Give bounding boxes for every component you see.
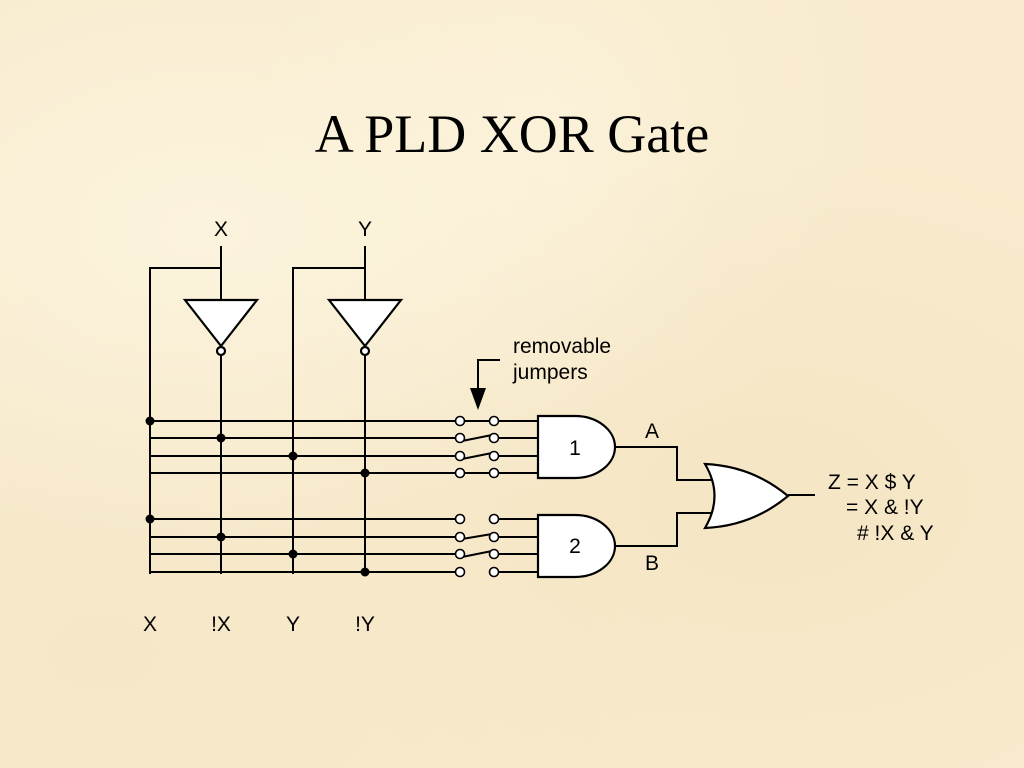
column-label-not-y: !Y <box>355 613 375 636</box>
and-gate-2 <box>536 513 617 579</box>
and-gate-2-label: 2 <box>569 535 581 558</box>
inverter-x <box>182 298 260 357</box>
signal-label-b: B <box>645 552 659 575</box>
input-label-x: X <box>214 218 228 241</box>
annotation-line-1: removable <box>513 335 611 358</box>
and-gate-1 <box>536 414 617 480</box>
annotation-line-2: jumpers <box>512 361 588 384</box>
inverter-y <box>326 298 404 357</box>
and-to-or-wiring <box>615 446 712 547</box>
slide-title: A PLD XOR Gate <box>314 104 710 164</box>
jumpers-gate-1 <box>454 415 538 479</box>
equation-line-1: Z = X $ Y <box>828 471 916 494</box>
and-gate-1-label: 1 <box>569 437 581 460</box>
or-gate <box>703 462 790 530</box>
equation-line-2: = X & !Y <box>846 496 924 519</box>
equation-line-3: # !X & Y <box>857 522 934 545</box>
x-input-wiring <box>149 246 222 574</box>
connection-dots <box>145 416 370 577</box>
jumpers-arrow <box>470 359 500 410</box>
column-label-y: Y <box>286 613 300 636</box>
column-label-x: X <box>143 613 157 636</box>
y-input-wiring <box>292 246 366 574</box>
product-lines-gate-1 <box>150 420 455 474</box>
column-label-not-x: !X <box>211 613 231 636</box>
jumpers-gate-2 <box>454 513 538 578</box>
signal-label-a: A <box>645 420 659 443</box>
input-label-y: Y <box>358 218 372 241</box>
product-lines-gate-2 <box>150 518 455 573</box>
